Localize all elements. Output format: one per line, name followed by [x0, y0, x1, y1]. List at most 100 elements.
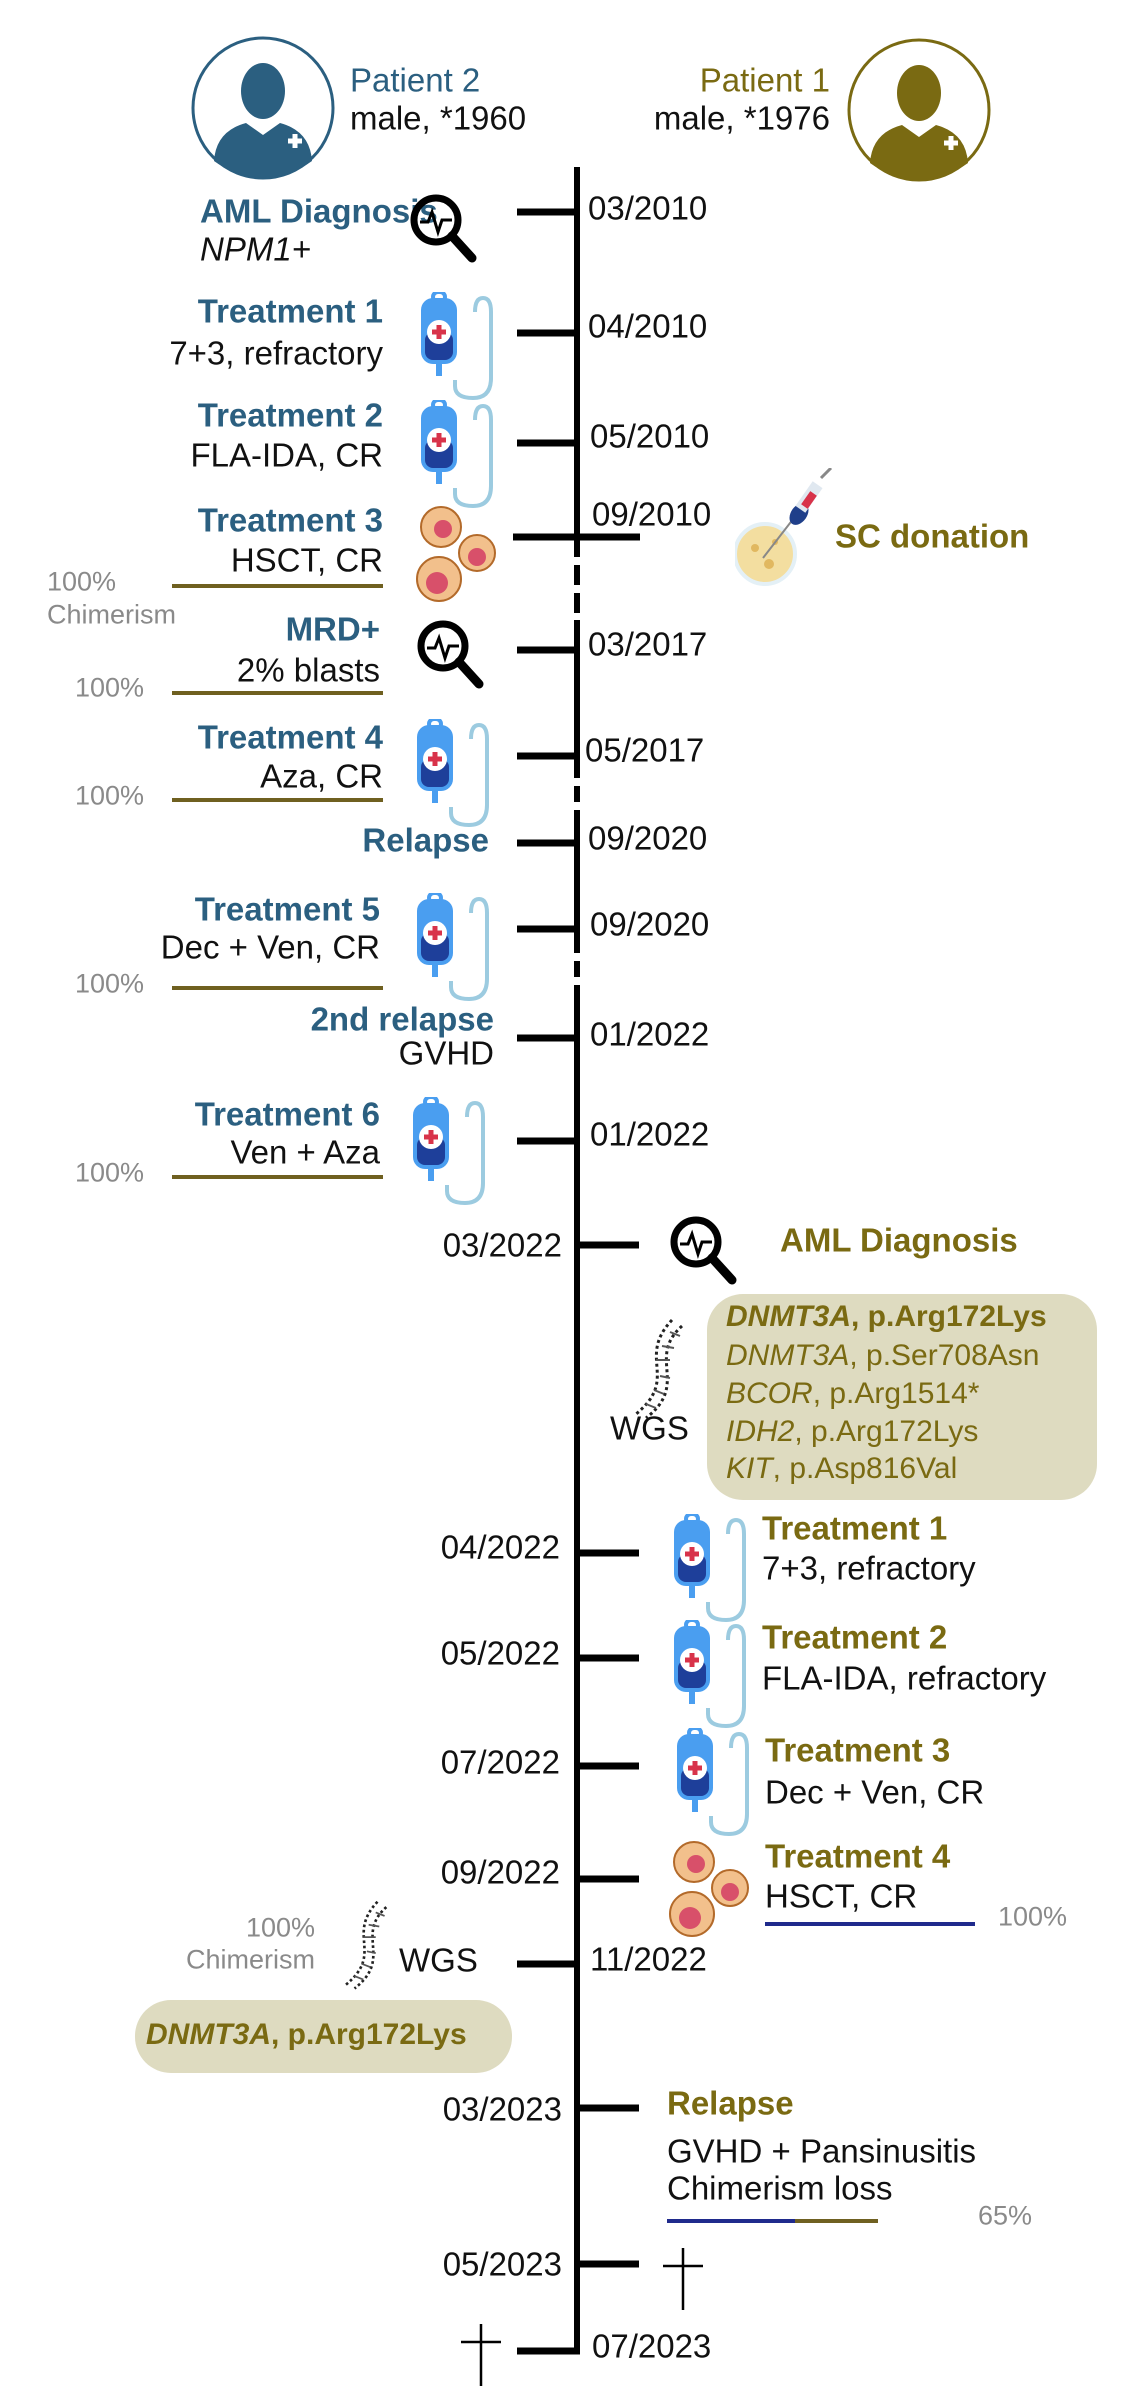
chimerism-bar-donor [172, 691, 383, 695]
p2-event-sub: 7+3, refractory [169, 334, 383, 372]
chimerism-bar-donor [172, 1175, 383, 1179]
tick [517, 646, 577, 654]
iv-bag-icon [413, 719, 493, 834]
tick [517, 1137, 577, 1145]
tick [517, 439, 577, 447]
p2-event-date: 03/2010 [588, 189, 708, 227]
mutation-item: DNMT3A, p.Arg172Lys [726, 1300, 1047, 1333]
p1-event-title: Relapse [667, 2084, 794, 2122]
p1-event-sub: HSCT, CR [765, 1877, 918, 1915]
p2-event-sub: FLA-IDA, CR [190, 436, 383, 474]
stem-cells-icon [415, 503, 505, 608]
p2-event-title: Relapse [362, 821, 489, 859]
death-cross-icon [461, 2324, 501, 2391]
p2-event-title: 2nd relapse [310, 1000, 494, 1038]
p1-event-sub: GVHD + Pansinusitis [667, 2132, 977, 2170]
mutation-item: BCOR, p.Arg1514* [726, 1377, 980, 1410]
chimerism-bar-donor [795, 2219, 878, 2223]
sc-donation-label: SC donation [835, 517, 1030, 555]
p2-event-title: AML Diagnosis [200, 192, 438, 230]
iv-bag-icon [409, 1097, 489, 1212]
timeline-axis [574, 810, 580, 953]
iv-bag-icon [670, 1620, 750, 1735]
timeline-axis-dash [574, 565, 580, 585]
chimerism-value: 65% [978, 2200, 1033, 2231]
mutation-item: IDH2, p.Arg172Lys [726, 1415, 979, 1448]
magnifier-diagnosis-icon [668, 1214, 740, 1291]
tick [517, 752, 577, 760]
chimerism-value: 100% [75, 672, 145, 703]
p1-death-date: 05/2023 [442, 2245, 562, 2283]
timeline-axis [574, 985, 580, 2354]
p1-event-title: Treatment 2 [762, 1618, 948, 1656]
tick [577, 2260, 639, 2268]
p2-event-date: 09/2020 [590, 905, 710, 943]
tick [577, 1654, 639, 1662]
p1-event-date: 07/2022 [440, 1743, 560, 1781]
chimerism-value: 100% [998, 1901, 1068, 1932]
p1-event-sub: 7+3, refractory [762, 1549, 976, 1587]
tick-donation [513, 533, 640, 541]
chimerism-bar-donor [172, 584, 383, 588]
patient-1-avatar-icon [846, 37, 992, 188]
tick [577, 2104, 639, 2112]
tick [577, 1875, 639, 1883]
p2-event-title: Treatment 5 [194, 890, 380, 928]
p2-event-sub: Aza, CR [260, 757, 383, 795]
timeline-axis-dash [574, 961, 580, 977]
chimerism-bar-recipient [765, 1922, 975, 1926]
p1-event-sub2: Chimerism loss [667, 2169, 893, 2207]
p2-event-date: 09/2020 [588, 819, 708, 857]
tick [517, 329, 577, 337]
p2-event-sub: Dec + Ven, CR [160, 928, 380, 966]
p2-event-title: Treatment 4 [197, 718, 383, 756]
iv-bag-icon [417, 292, 497, 407]
patient-2-name: Patient 2 [350, 61, 481, 99]
chimerism-value: 100% [75, 1157, 145, 1188]
p1-event-date: 04/2022 [440, 1528, 560, 1566]
mutation-item: DNMT3A, p.Ser708Asn [726, 1339, 1040, 1372]
p1-event-date: 03/2023 [442, 2090, 562, 2128]
timeline-axis-dash [574, 786, 580, 802]
tick [517, 1960, 577, 1968]
p2-event-date: 01/2022 [590, 1015, 710, 1053]
chimerism-label: Chimerism [185, 1944, 315, 1975]
p1-event-sub: FLA-IDA, refractory [762, 1659, 1047, 1697]
p1-event-date: 09/2022 [440, 1853, 560, 1891]
p1-event-date: 05/2022 [440, 1634, 560, 1672]
p2-event-date: 04/2010 [588, 307, 708, 345]
p2-event-date: 11/2022 [590, 1940, 707, 1978]
timeline-axis [574, 167, 580, 557]
chimerism-bar-donor [172, 798, 383, 802]
p1-event-title: AML Diagnosis [780, 1221, 1018, 1259]
p2-event-title: MRD+ [285, 610, 380, 648]
stem-cells-icon [668, 1838, 758, 1943]
p2-event-title: Treatment 1 [197, 292, 383, 330]
iv-bag-icon [673, 1728, 753, 1843]
stem-cell-donation-icon [733, 466, 845, 593]
p2-event-date: 09/2010 [592, 495, 712, 533]
iv-bag-icon [417, 400, 497, 515]
iv-bag-icon [413, 893, 493, 1008]
p2-event-sub: HSCT, CR [230, 541, 383, 579]
p1-event-title: Treatment 4 [765, 1837, 951, 1875]
magnifier-diagnosis-icon [408, 192, 480, 269]
p1-event-title: Treatment 1 [762, 1509, 948, 1547]
p2-event-sub: NPM1+ [200, 230, 311, 268]
mutation-item: KIT, p.Asp816Val [726, 1452, 958, 1485]
p2-event-sub: Ven + Aza [230, 1133, 380, 1171]
dna-icon [333, 1900, 399, 1997]
chimerism-bar-donor [172, 986, 383, 990]
p2-event-title: Treatment 6 [194, 1095, 380, 1133]
chimerism-label: Chimerism [47, 599, 177, 630]
p2-event-title: Treatment 2 [197, 396, 383, 434]
tick [517, 208, 577, 216]
p2-event-title: Treatment 3 [197, 501, 383, 539]
iv-bag-icon [670, 1514, 750, 1629]
tick [577, 1241, 639, 1249]
mutation-box [707, 1294, 1097, 1500]
tick [517, 1034, 577, 1042]
p2-event-date: 05/2017 [585, 731, 705, 769]
p1-event-title: Treatment 3 [765, 1731, 951, 1769]
patient-1-name: Patient 1 [699, 61, 830, 99]
